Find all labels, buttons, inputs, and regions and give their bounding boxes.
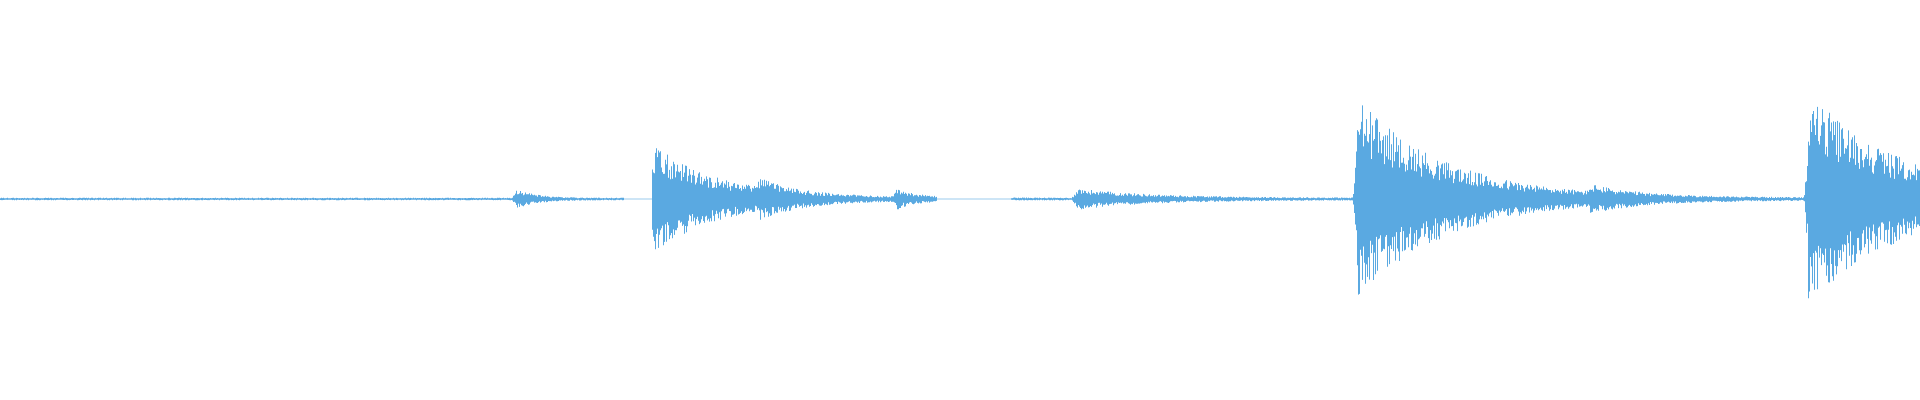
waveform-trace [0, 105, 1920, 299]
waveform-path [0, 105, 1920, 299]
